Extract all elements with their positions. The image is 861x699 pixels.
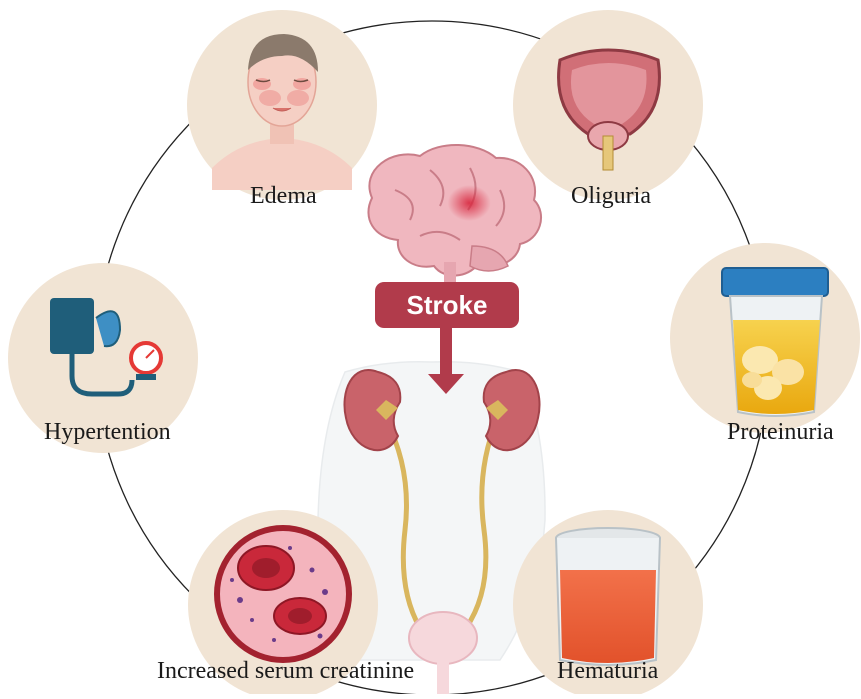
stroke-box: Stroke [375, 282, 519, 328]
label-proteinuria: Proteinuria [727, 420, 834, 444]
label-hypertension: Hypertention [44, 420, 171, 444]
stroke-label: Stroke [407, 290, 488, 321]
red-blood-cells-icon [217, 528, 349, 660]
node-oliguria [513, 10, 703, 200]
label-creatinine: Increased serum creatinine [157, 659, 414, 683]
label-edema: Edema [250, 184, 317, 208]
label-hematuria: Hematuria [557, 659, 658, 683]
urine-sample-cup-icon [722, 268, 828, 416]
bloody-urine-jar-icon [556, 528, 660, 665]
brain-icon [368, 145, 541, 282]
node-edema [187, 10, 377, 200]
label-oliguria: Oliguria [571, 184, 651, 208]
bladder-icon [409, 612, 477, 694]
node-proteinuria [670, 243, 860, 433]
